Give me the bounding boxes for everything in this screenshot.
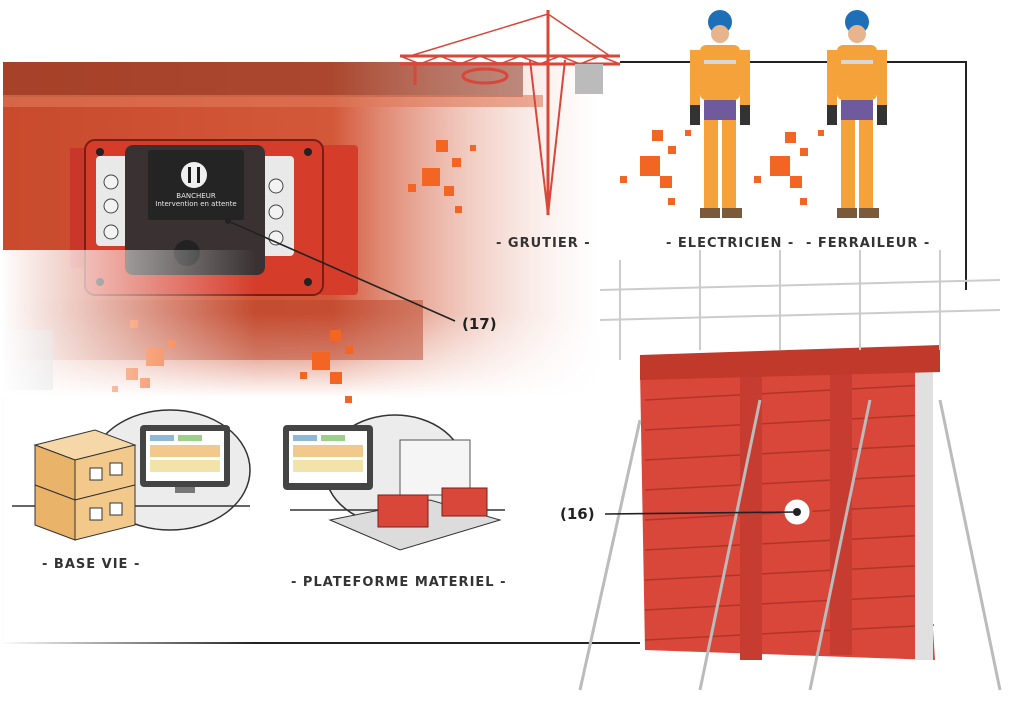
crane-counterweight [575,64,603,94]
reference-16: (16) [560,505,595,523]
device-brand: BANCHEUR [176,192,216,200]
leader-16 [604,511,798,515]
device-status: Intervention en attente [155,200,237,208]
plateforme-materiel-illustration [283,414,505,551]
worker-electricien [690,10,750,218]
label-electricien: - ELECTRICIEN - [666,236,795,251]
reference-17: (17) [462,315,497,333]
label-grutier: - GRUTIER - [496,236,591,251]
device-screen-text: BANCHEUR Intervention en attente [148,192,244,208]
label-plateforme-materiel: - PLATEFORME MATERIEL - [291,575,507,590]
label-base-vie: - BASE VIE - [42,557,141,572]
base-vie-illustration [12,409,251,541]
label-ferrailleur: - FERRAILEUR - [806,236,931,251]
worker-ferrailleur [827,10,887,218]
